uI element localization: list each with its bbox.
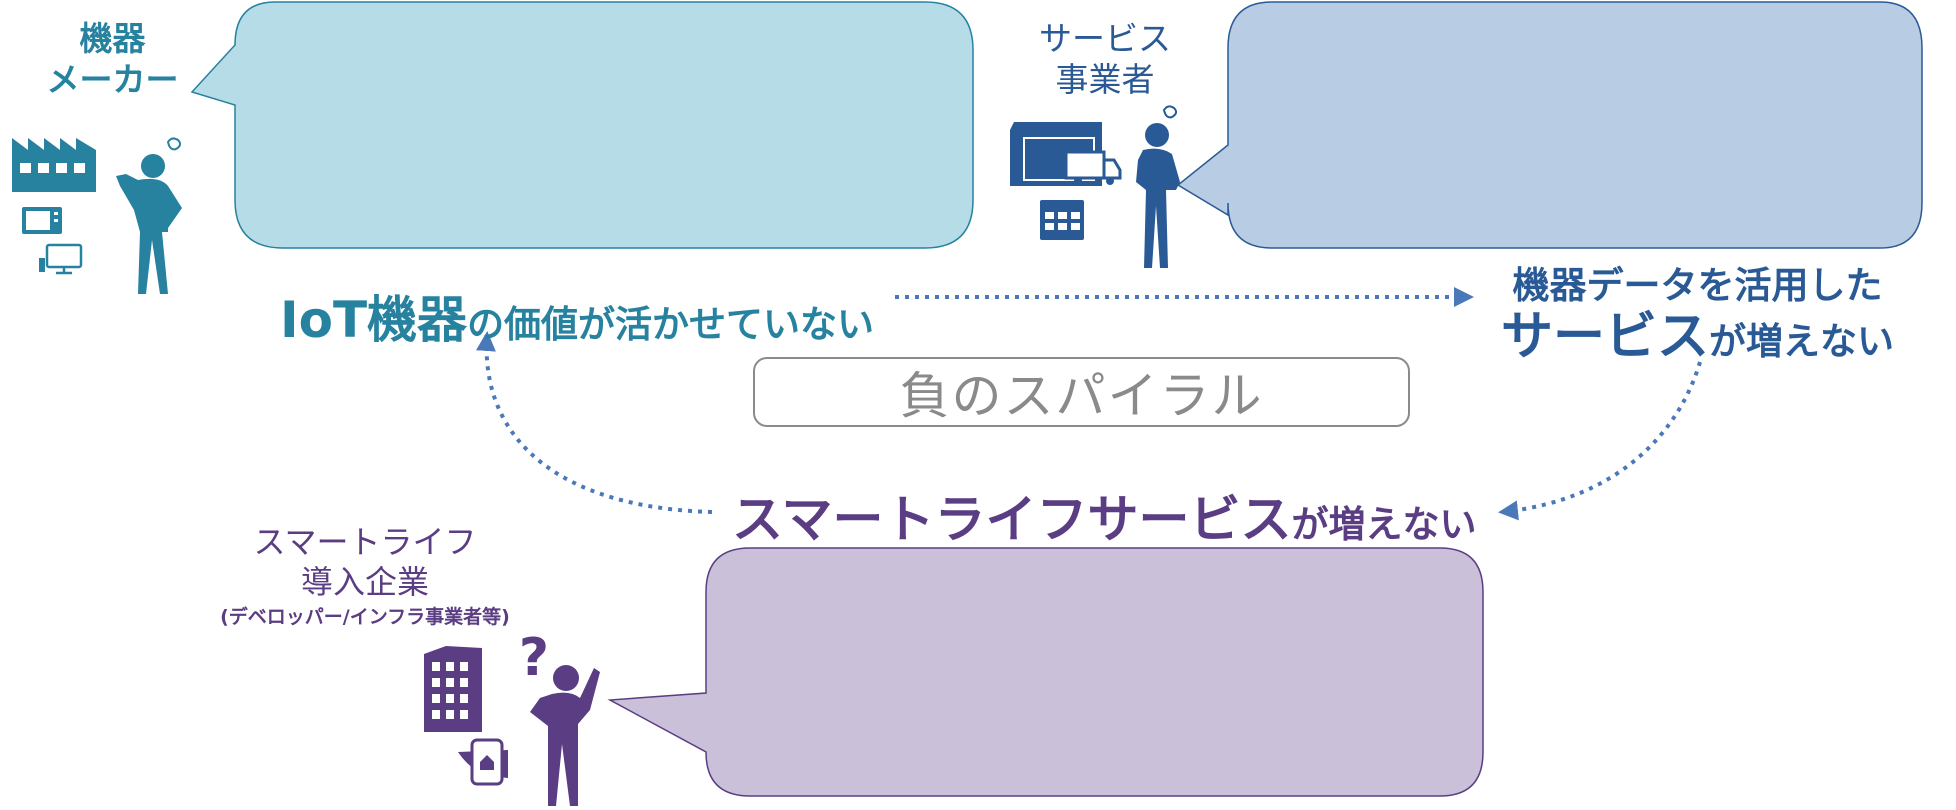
calendar-icon: [1040, 200, 1084, 240]
service-caption-rest: が増えない: [1709, 319, 1894, 363]
arrow-smart-to-iot: [475, 331, 713, 514]
iot-caption-rest: の価値が活かせていない: [467, 303, 875, 346]
question-mark-icon: ?: [519, 628, 549, 688]
service-speech-bubble: [1176, 1, 1923, 249]
service-label: サービス 事業者: [1015, 18, 1195, 101]
service-caption: 機器データを活用した サービスが増えない: [1500, 264, 1895, 367]
smartlife-speech-bubble: [607, 547, 1484, 797]
thinking-person-icon: [116, 137, 182, 294]
smartlife-thinking-person-icon: [530, 665, 600, 806]
smartlife-label: スマートライフ 導入企業 (デベロッパー/インフラ事業者等): [215, 522, 515, 630]
maker-label-line1: 機器: [79, 19, 146, 58]
iot-caption-emph: IoT機器: [280, 291, 468, 349]
smartlife-caption-rest: が増えない: [1291, 503, 1477, 546]
truck-icon: [1064, 150, 1122, 185]
building-icon: [424, 646, 482, 732]
smartlife-caption: スマートライフサービスが増えない: [732, 478, 1476, 552]
iot-caption: IoT機器の価値が活かせていない: [280, 280, 874, 352]
service-caption-line1: 機器データを活用した: [1512, 264, 1883, 307]
service-thinking-person-icon: [1136, 105, 1180, 268]
smartlife-label-line1: スマートライフ: [253, 523, 477, 561]
maker-label: 機器 メーカー: [20, 18, 205, 101]
service-label-line1: サービス: [1039, 19, 1171, 58]
maker-speech-bubble: [190, 1, 974, 249]
negative-spiral-label: 負のスパイラル: [899, 367, 1264, 425]
factory-icon: [12, 138, 96, 192]
service-caption-emph: サービス: [1500, 306, 1709, 367]
service-label-line2: 事業者: [1055, 60, 1155, 100]
microwave-icon: [22, 207, 62, 234]
smartlife-label-line2: 導入企業: [300, 563, 429, 601]
smartlife-caption-emph: スマートライフサービス: [732, 491, 1292, 550]
arrow-service-to-smart: [1498, 361, 1702, 521]
negative-spiral-box: 負のスパイラル: [753, 357, 1410, 427]
smartphone-home-icon: [458, 738, 508, 786]
tv-icon: [39, 243, 83, 275]
maker-label-line2: メーカー: [46, 60, 179, 100]
smartlife-label-sub: (デベロッパー/インフラ事業者等): [220, 606, 510, 628]
